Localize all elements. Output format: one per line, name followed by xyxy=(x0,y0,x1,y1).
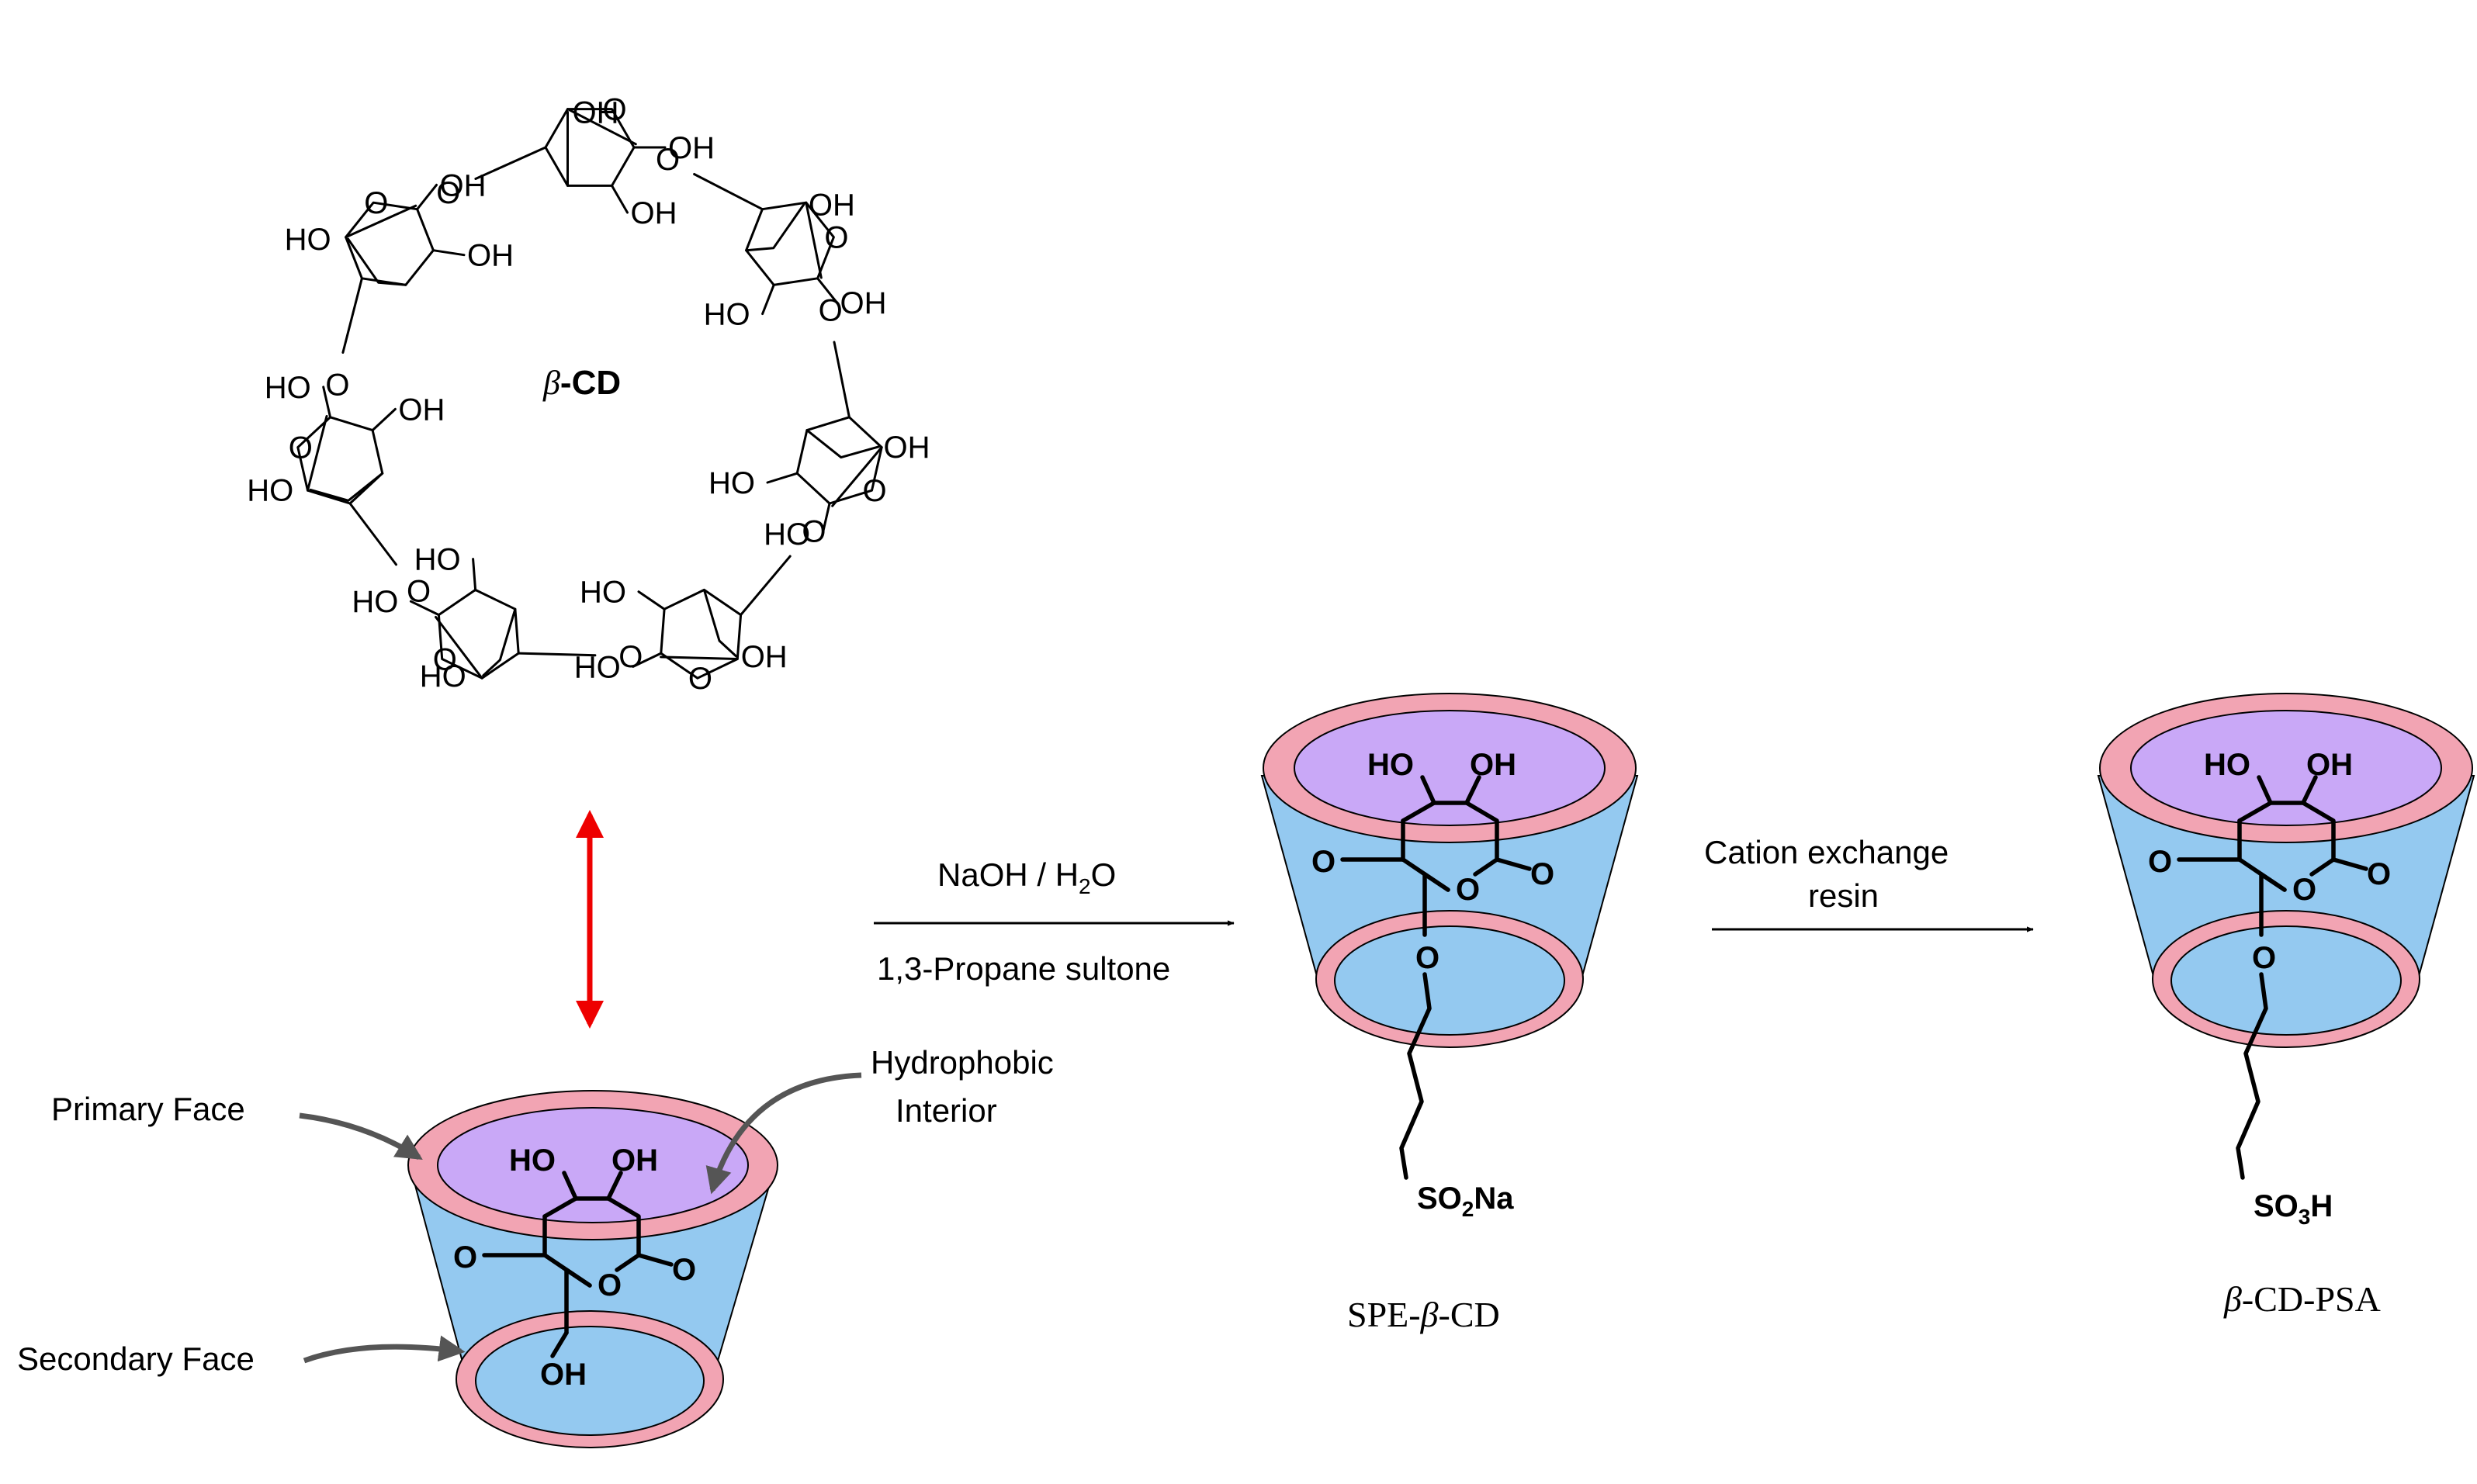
glucose-unit-7: O HO OH OH xyxy=(285,168,514,286)
glycosidic-linkage: O xyxy=(307,277,363,492)
primary-hydroxyl: HO xyxy=(247,473,293,507)
glucose-unit: HO OH O O O OH xyxy=(453,1143,696,1392)
reagent-naoh-h2o: NaOH / H2O xyxy=(937,856,1116,898)
secondary-hydroxyl: OH xyxy=(840,286,887,320)
svg-text:HO: HO xyxy=(1367,748,1414,782)
svg-text:O: O xyxy=(598,1268,622,1302)
hydrophobic-callout-arrow xyxy=(705,1072,862,1195)
primary-hydroxyl: OH xyxy=(884,431,930,465)
svg-text:O: O xyxy=(1456,873,1480,907)
ring-oxygen: O xyxy=(688,662,712,696)
secondary-face-label: Secondary Face xyxy=(17,1340,255,1377)
svg-text:HO: HO xyxy=(509,1143,556,1178)
spe-beta-cd-name: SPE-β-CD xyxy=(1347,1295,1500,1334)
svg-text:O: O xyxy=(325,368,349,403)
secondary-hydroxyl: OH xyxy=(467,239,514,273)
secondary-face-callout-arrow xyxy=(303,1335,466,1364)
secondary-hydroxyl: HO xyxy=(352,585,398,619)
secondary-hydroxyl: HO xyxy=(704,298,750,332)
ring-oxygen: O xyxy=(863,474,887,508)
primary-hydroxyl: OH xyxy=(809,189,855,223)
primary-face-label: Primary Face xyxy=(51,1091,245,1127)
svg-text:O: O xyxy=(407,575,431,609)
hydrophobic-interior-label: Hydrophobic xyxy=(871,1044,1054,1081)
svg-text:O: O xyxy=(656,143,680,177)
glycosidic-linkage: O xyxy=(740,446,883,617)
beta-cd-psa-name: β-CD-PSA xyxy=(2223,1279,2381,1319)
svg-text:O: O xyxy=(2148,845,2172,879)
svg-text:OH: OH xyxy=(611,1143,658,1178)
svg-text:O: O xyxy=(2292,873,2316,907)
svg-text:O: O xyxy=(436,176,460,210)
svg-text:OH: OH xyxy=(2306,748,2353,782)
beta-cd-label: β-CD xyxy=(542,364,621,402)
secondary-opening xyxy=(2170,925,2402,1036)
svg-text:O: O xyxy=(1415,941,1439,975)
ring-oxygen: O xyxy=(433,643,457,677)
primary-hydroxyl: HO xyxy=(420,659,466,694)
svg-text:O: O xyxy=(819,294,843,328)
reagent-cation-exchange: Cation exchange xyxy=(1704,834,1949,870)
svg-text:O: O xyxy=(802,515,826,549)
secondary-hydroxyl: OH xyxy=(440,168,487,202)
cd-unit-schematic: HO OH O O O OH xyxy=(407,1090,778,1448)
secondary-hydroxyl: HO xyxy=(414,543,461,577)
glucose-unit-6: O HO HO OH xyxy=(247,371,445,508)
glycosidic-linkage: O xyxy=(517,640,739,674)
svg-text:HO: HO xyxy=(2204,748,2250,782)
beta-cd-macrocycle: OOHOHOHOOHOHHOOOHHOHOOOHHOHOOHOHOHOOHOHO… xyxy=(247,93,930,697)
primary-hydroxyl: OH xyxy=(741,640,788,674)
secondary-hydroxyl: OH xyxy=(398,393,445,427)
secondary-hydroxyl: HO xyxy=(708,466,755,500)
sulfonic-acid-group: SO3H xyxy=(2254,1189,2333,1229)
ring-oxygen: O xyxy=(364,186,388,220)
svg-text:OH: OH xyxy=(540,1358,587,1392)
svg-text:O: O xyxy=(1311,845,1336,879)
glycosidic-linkage: O xyxy=(345,146,547,239)
ring-oxygen: O xyxy=(603,93,627,127)
glycosidic-linkage: O xyxy=(348,502,483,680)
secondary-hydroxyl: HO xyxy=(265,371,311,405)
ring-oxygen: O xyxy=(824,221,848,255)
hydrophobic-interior xyxy=(437,1107,749,1223)
hydrophobic-interior xyxy=(2130,710,2442,826)
svg-text:O: O xyxy=(2252,941,2276,975)
secondary-opening xyxy=(475,1326,705,1436)
svg-text:O: O xyxy=(672,1253,696,1287)
sulfonate-sodium-group: SO2Na xyxy=(1417,1181,1514,1221)
secondary-hydroxyl: HO xyxy=(580,576,626,610)
svg-text:O: O xyxy=(2367,857,2391,891)
svg-text:O: O xyxy=(453,1240,477,1275)
svg-text:O: O xyxy=(618,640,643,674)
secondary-hydroxyl: HO xyxy=(764,517,810,552)
primary-face-callout-arrow xyxy=(299,1112,423,1161)
svg-text:OH: OH xyxy=(1470,748,1516,782)
reagent-resin: resin xyxy=(1808,877,1879,914)
secondary-hydroxyl: OH xyxy=(631,196,677,230)
glucose-unit-3: O OH HO HO xyxy=(708,416,930,552)
hydrophobic-interior xyxy=(1294,710,1606,826)
ring-oxygen: O xyxy=(289,431,313,465)
primary-hydroxyl: HO xyxy=(285,223,331,257)
hydrophobic-interior-label-2: Interior xyxy=(896,1092,997,1129)
reagent-propane-sultone: 1,3-Propane sultone xyxy=(877,950,1170,987)
secondary-hydroxyl: OH xyxy=(668,131,715,165)
secondary-opening xyxy=(1334,925,1565,1036)
glycosidic-linkage: O xyxy=(805,201,850,419)
svg-text:O: O xyxy=(1530,857,1554,891)
glycosidic-linkage: O xyxy=(566,108,764,211)
